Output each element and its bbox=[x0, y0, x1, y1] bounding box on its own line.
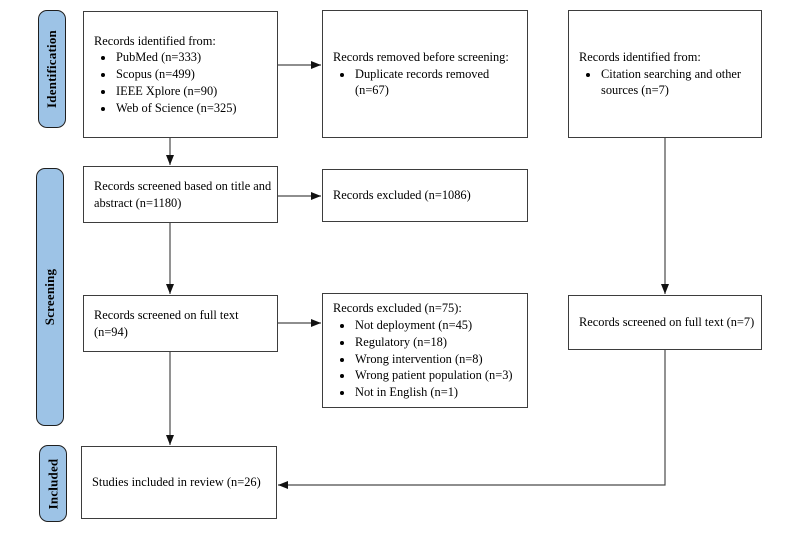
bullet-item: Regulatory (n=18) bbox=[354, 334, 523, 351]
box-records-screened-title-abstract: Records screened based on title and abst… bbox=[83, 166, 278, 223]
box-title: Records identified from: bbox=[579, 49, 701, 64]
bullet-item: Wrong patient population (n=3) bbox=[354, 367, 523, 384]
box-title: Records removed before screening: bbox=[333, 49, 509, 64]
bullet-item: Not deployment (n=45) bbox=[354, 317, 523, 334]
box-title: Records screened on full text (n=94) bbox=[94, 307, 239, 339]
box-records-removed-before-screening: Records removed before screening: Duplic… bbox=[322, 10, 528, 138]
bullet-list: Citation searching and other sources (n=… bbox=[579, 66, 757, 99]
bullet-item: Web of Science (n=325) bbox=[115, 100, 273, 117]
box-title: Studies included in review (n=26) bbox=[92, 475, 261, 490]
bullet-list: Duplicate records removed (n=67) bbox=[333, 66, 523, 99]
box-title: Records excluded (n=75): bbox=[333, 301, 462, 316]
bullet-list: Not deployment (n=45)Regulatory (n=18)Wr… bbox=[333, 317, 523, 401]
bullet-item: PubMed (n=333) bbox=[115, 49, 273, 66]
box-records-identified-citation: Records identified from: Citation search… bbox=[568, 10, 762, 138]
stage-label-included: Included bbox=[39, 445, 67, 522]
box-title: Records screened based on title and abst… bbox=[94, 178, 272, 210]
stage-label-text: Identification bbox=[44, 30, 60, 108]
box-title: Records excluded (n=1086) bbox=[333, 188, 471, 203]
stage-label-identification: Identification bbox=[38, 10, 66, 128]
box-records-excluded-full-text: Records excluded (n=75): Not deployment … bbox=[322, 293, 528, 408]
bullet-item: Not in English (n=1) bbox=[354, 384, 523, 401]
box-records-identified-databases: Records identified from: PubMed (n=333)S… bbox=[83, 11, 278, 138]
bullet-item: Citation searching and other sources (n=… bbox=[600, 66, 757, 99]
bullet-item: Wrong intervention (n=8) bbox=[354, 351, 523, 368]
bullet-item: Scopus (n=499) bbox=[115, 66, 273, 83]
stage-label-text: Screening bbox=[42, 268, 58, 326]
box-studies-included: Studies included in review (n=26) bbox=[81, 446, 277, 519]
box-records-screened-full-text-citation: Records screened on full text (n=7) bbox=[568, 295, 762, 350]
bullet-item: IEEE Xplore (n=90) bbox=[115, 83, 273, 100]
box-title: Records identified from: bbox=[94, 33, 216, 48]
box-title: Records screened on full text (n=7) bbox=[579, 315, 755, 330]
bullet-item: Duplicate records removed (n=67) bbox=[354, 66, 523, 99]
box-records-screened-full-text: Records screened on full text (n=94) bbox=[83, 295, 278, 352]
box-records-excluded-title-abstract: Records excluded (n=1086) bbox=[322, 169, 528, 222]
bullet-list: PubMed (n=333)Scopus (n=499)IEEE Xplore … bbox=[94, 49, 273, 116]
stage-label-text: Included bbox=[45, 458, 61, 509]
stage-label-screening: Screening bbox=[36, 168, 64, 426]
